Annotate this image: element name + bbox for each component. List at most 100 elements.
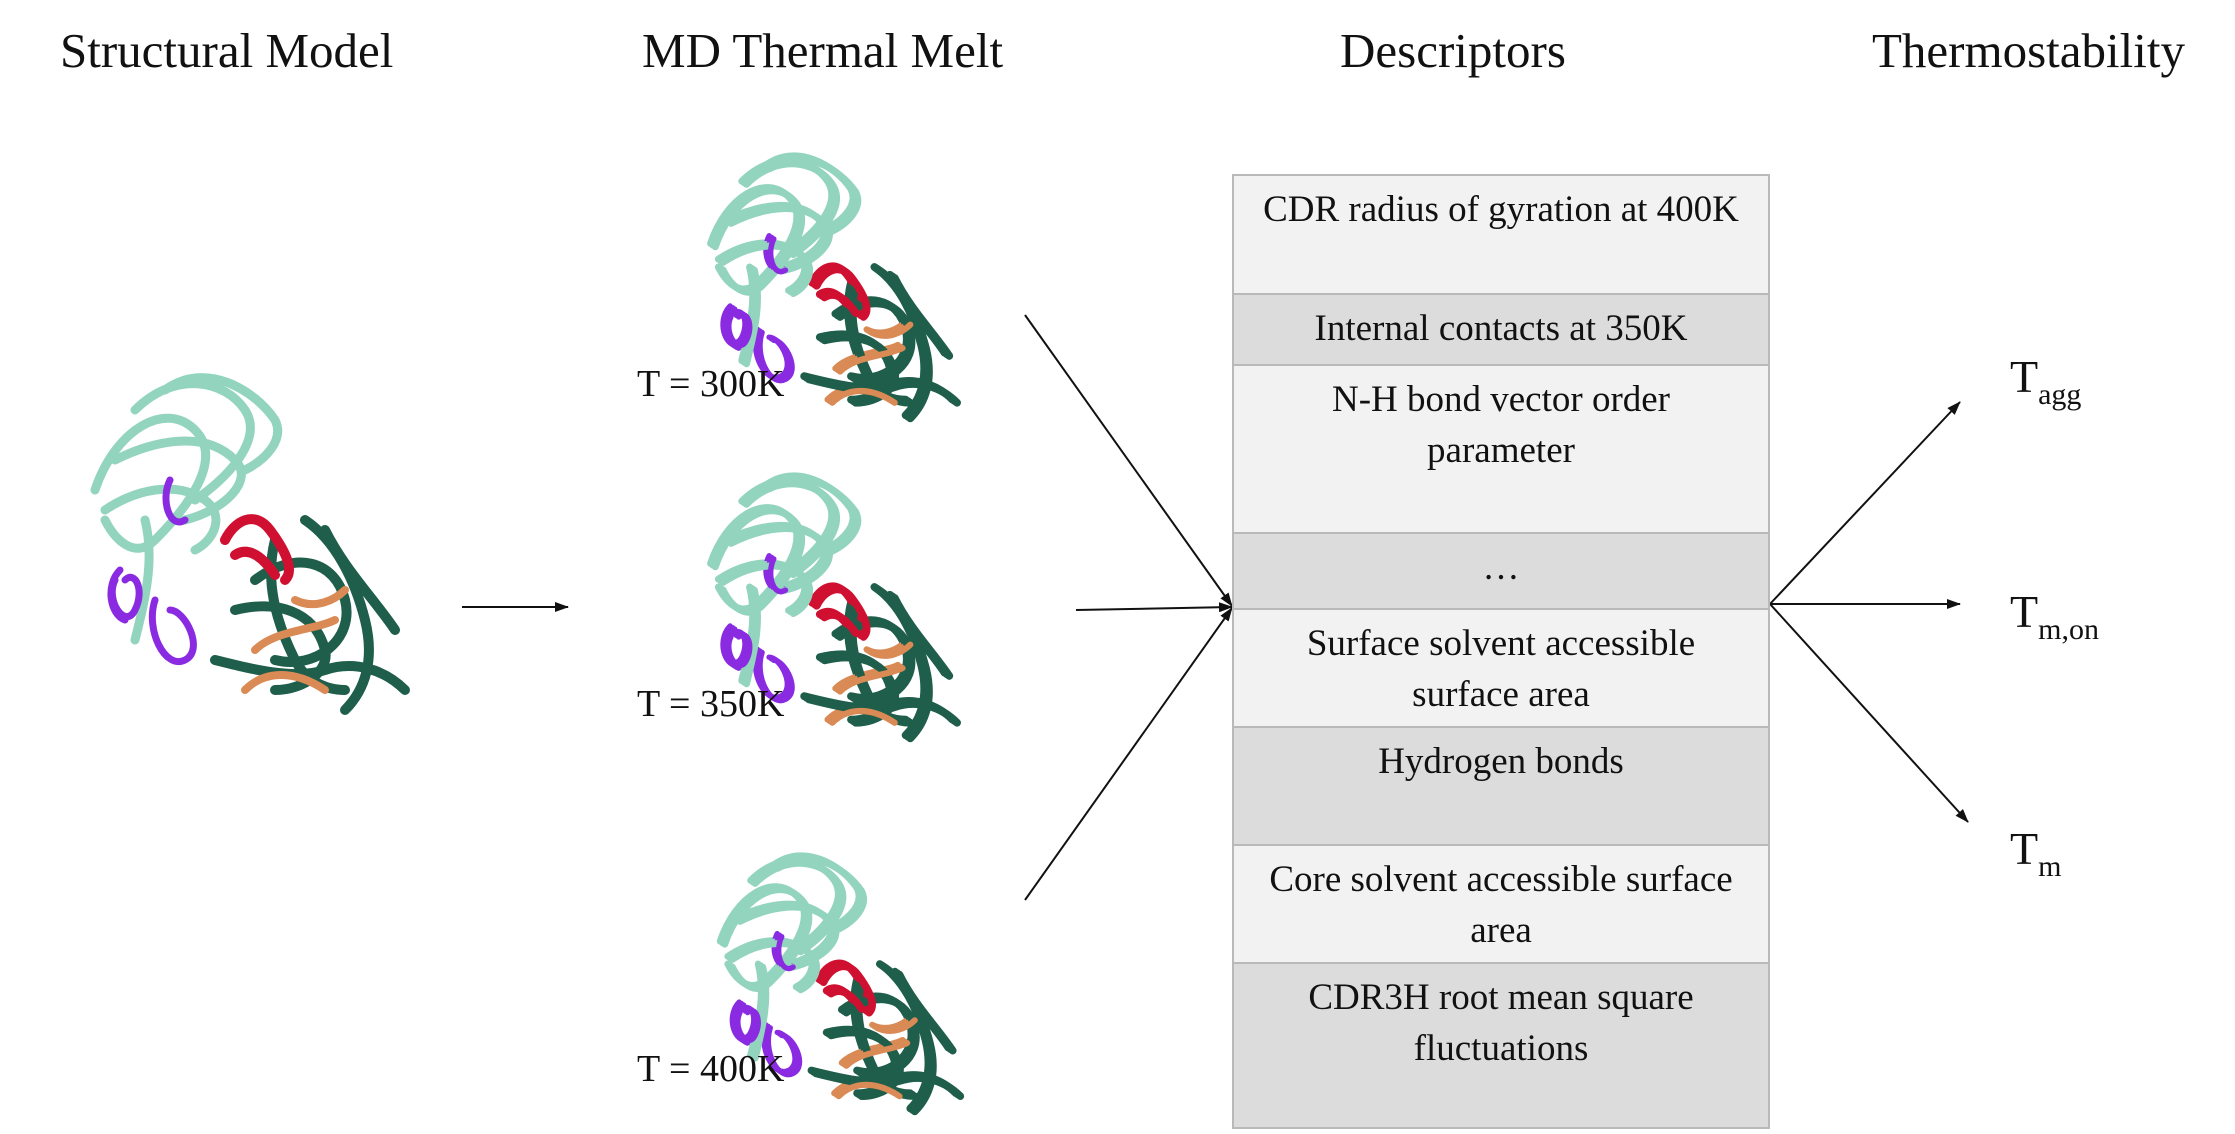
- ribbon-strand: [868, 641, 914, 659]
- arrow-to-tagg: [1769, 401, 1961, 605]
- descriptor-row: CDR radius of gyration at 400K: [1234, 176, 1768, 295]
- ribbon-strand: [868, 321, 914, 339]
- ribbon-strand: [90, 413, 211, 553]
- ribbon-strand: [820, 291, 860, 317]
- ribbon-strand: [734, 1002, 751, 1046]
- temperature-label-350k: T = 350K: [637, 683, 785, 725]
- ribbon-strand: [820, 611, 860, 637]
- temperature-label-300k: T = 300K: [637, 363, 785, 405]
- descriptor-row: Surface solvent accessible surface area: [1234, 610, 1768, 728]
- ribbon-strand: [774, 855, 867, 933]
- arrow-350k-to-descriptors: [1075, 602, 1233, 613]
- ribbon-strand: [827, 987, 866, 1013]
- ribbon-strand: [890, 594, 954, 680]
- ribbon-strand: [230, 601, 331, 695]
- ribbon-strand: [767, 556, 789, 595]
- ribbon-strand: [765, 1025, 803, 1078]
- ribbon-strand: [251, 616, 339, 654]
- protein-structure-300k: [707, 152, 961, 423]
- output-subscript: m: [2038, 850, 2062, 883]
- output-subscript: m,on: [2038, 613, 2099, 646]
- ribbon-strand: [230, 546, 280, 580]
- ribbon-strand: [890, 274, 954, 360]
- ribbon-strand: [711, 507, 806, 616]
- descriptor-row: Hydrogen bonds: [1234, 728, 1768, 846]
- ribbon-strand: [829, 708, 898, 726]
- ribbon-strand: [110, 436, 246, 525]
- ribbon-strand: [719, 242, 814, 298]
- ribbon-strand: [320, 525, 400, 635]
- ribbon-strand: [812, 1069, 965, 1101]
- ribbon-strand: [725, 306, 742, 351]
- header-md-thermal-melt: MD Thermal Melt: [642, 23, 1004, 78]
- descriptor-row: Core solvent accessible surface area: [1234, 846, 1768, 964]
- output-symbol: T: [2010, 823, 2039, 874]
- protein-structure-350k: [707, 472, 961, 743]
- descriptor-row: …: [1234, 534, 1768, 610]
- output-symbol: T: [2010, 351, 2039, 402]
- descriptor-table: CDR radius of gyration at 400K Internal …: [1232, 174, 1770, 1129]
- ribbon-strand: [843, 1039, 911, 1069]
- ribbon-strand: [719, 562, 814, 618]
- output-label-tmon: Tm,on: [2010, 585, 2099, 647]
- ribbon-strand: [725, 626, 742, 671]
- ribbon-strand: [711, 187, 806, 296]
- ribbon-strand: [130, 515, 154, 645]
- ribbon-strand: [742, 266, 762, 368]
- ribbon-strand: [804, 695, 961, 727]
- ribbon-strand: [776, 933, 796, 972]
- ribbon-strand: [812, 585, 871, 641]
- ribbon-strand: [766, 475, 862, 555]
- output-label-tm: Tm: [2010, 822, 2061, 884]
- ribbon-strand: [727, 205, 833, 274]
- temperature-label-400k: T = 400K: [637, 1048, 785, 1090]
- header-structural-model: Structural Model: [60, 23, 394, 78]
- ribbon-strand: [728, 940, 821, 994]
- ribbon-strand: [836, 344, 906, 375]
- ribbon-strand: [160, 373, 283, 475]
- ribbon-strand: [873, 1017, 918, 1034]
- arrow-400k-to-descriptors: [1024, 607, 1233, 901]
- ribbon-strand: [100, 484, 221, 555]
- ribbon-strand: [819, 962, 876, 1017]
- ribbon-strand: [767, 236, 789, 275]
- ribbon-strand: [291, 586, 349, 609]
- header-descriptors: Descriptors: [1340, 23, 1566, 78]
- ribbon-strand: [241, 671, 329, 694]
- ribbon-strand: [766, 155, 862, 235]
- ribbon-strand: [751, 963, 770, 1062]
- arrow-300k-to-descriptors: [1024, 314, 1233, 607]
- descriptor-row: Internal contacts at 350K: [1234, 295, 1768, 366]
- ribbon-strand: [895, 970, 957, 1055]
- ribbon-strand: [827, 1028, 904, 1101]
- ribbon-strand: [820, 653, 900, 727]
- ribbon-strand: [812, 265, 871, 321]
- header-thermostability: Thermostability: [1872, 23, 2185, 78]
- ribbon-strand: [736, 903, 840, 971]
- ribbon-strand: [757, 649, 795, 704]
- protein-structure-400k: [716, 852, 965, 1116]
- ribbon-strand: [835, 1081, 903, 1100]
- ribbon-strand: [836, 664, 906, 695]
- ribbon-strand: [829, 388, 898, 406]
- ribbon-strand: [727, 525, 833, 594]
- ribbon-strand: [757, 329, 795, 384]
- ribbon-strand: [107, 566, 129, 624]
- protein-structure-model: [90, 373, 410, 715]
- output-subscript: agg: [2038, 378, 2082, 411]
- ribbon-strand: [148, 596, 197, 666]
- output-label-tagg: Tagg: [2010, 350, 2081, 412]
- ribbon-strand: [820, 333, 900, 407]
- descriptor-row: N-H bond vector order parameter: [1234, 366, 1768, 534]
- ribbon-strand: [162, 476, 189, 526]
- arrow-to-tm: [1769, 603, 1969, 823]
- ribbon-strand: [804, 375, 961, 407]
- descriptor-row: CDR3H root mean square fluctuations: [1234, 964, 1768, 1127]
- ribbon-strand: [210, 655, 410, 695]
- ribbon-strand: [742, 586, 762, 688]
- output-symbol: T: [2010, 586, 2039, 637]
- ribbon-strand: [721, 886, 813, 992]
- ribbon-strand: [220, 514, 294, 585]
